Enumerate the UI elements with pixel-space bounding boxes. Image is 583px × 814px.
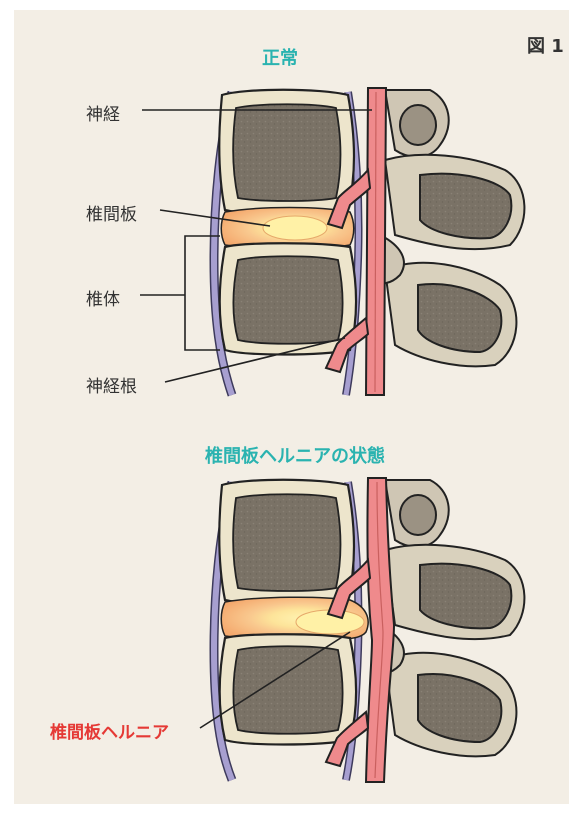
hernia-title: 椎間板ヘルニアの状態 <box>205 442 385 468</box>
normal-title: 正常 <box>262 44 298 70</box>
figure-number: 図 1 <box>527 32 564 58</box>
label-hernia: 椎間板ヘルニア <box>50 718 169 743</box>
compressed-nerve <box>366 478 394 782</box>
hernia-spine-group <box>200 478 524 782</box>
label-disc: 椎間板 <box>86 200 137 225</box>
label-nerve: 神経 <box>86 100 120 125</box>
label-vertebra: 椎体 <box>86 285 120 310</box>
normal-spine-group <box>140 88 524 395</box>
label-nerve-root: 神経根 <box>86 372 137 397</box>
